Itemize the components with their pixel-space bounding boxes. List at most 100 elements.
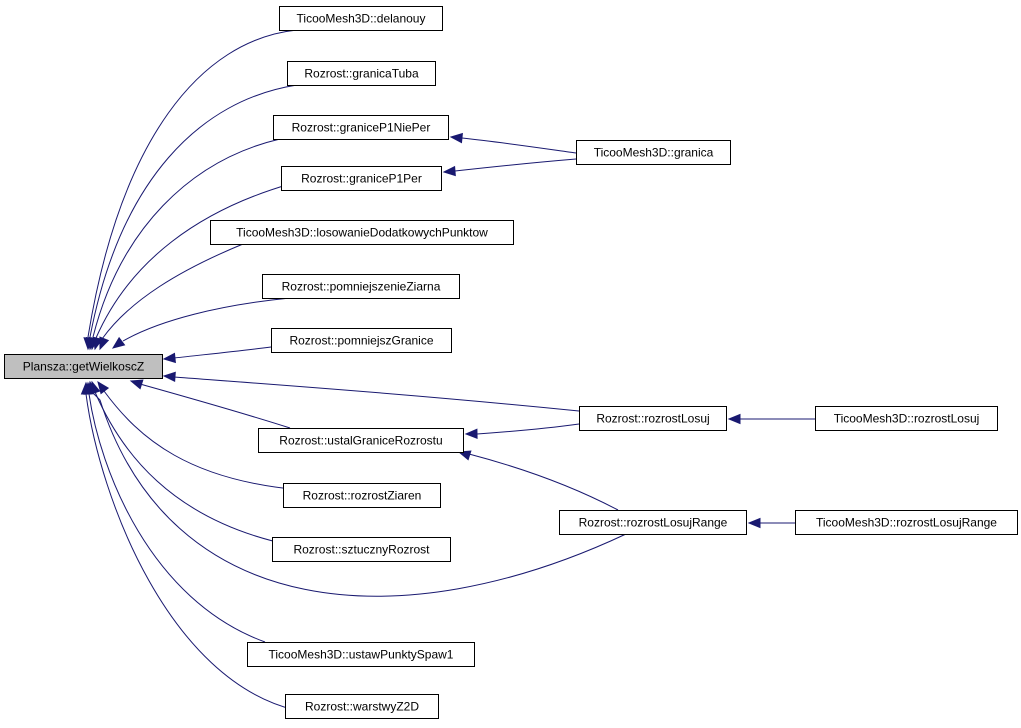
arrowhead-icon xyxy=(747,517,761,529)
node-granice-p1-nie-per[interactable]: Rozrost::graniceP1NiePer xyxy=(273,115,449,140)
node-box xyxy=(272,537,451,562)
call-edge xyxy=(457,450,619,511)
edge-line xyxy=(92,138,281,338)
arrowhead-icon xyxy=(99,336,110,351)
edge-line xyxy=(103,390,301,491)
node-rozrost-ziaren[interactable]: Rozrost::rozrostZiaren xyxy=(283,483,441,508)
node-label: TicooMesh3D::granica xyxy=(594,146,714,160)
call-edge xyxy=(162,371,580,412)
call-edge xyxy=(99,243,244,351)
call-edge xyxy=(80,381,296,711)
node-label: Rozrost::pomniejszGranice xyxy=(289,334,433,348)
node-label: Rozrost::rozrostLosujRange xyxy=(579,516,728,530)
node-tm-rozrost-losuj[interactable]: TicooMesh3D::rozrostLosuj xyxy=(815,406,998,431)
edge-line xyxy=(139,383,291,429)
edge-line xyxy=(85,393,296,711)
edge-line xyxy=(173,376,580,412)
node-root: Plansza::getWielkoscZ xyxy=(4,354,163,379)
call-edge xyxy=(442,158,577,177)
node-box xyxy=(287,61,436,86)
nodes: Plansza::getWielkoscZ TicooMesh3D::delano… xyxy=(4,6,1018,719)
arrowhead-icon xyxy=(80,381,92,395)
node-label: Rozrost::pomniejszenieZiarna xyxy=(282,280,441,294)
arrowhead-icon xyxy=(727,413,741,425)
node-box xyxy=(559,510,747,535)
node-box xyxy=(258,428,464,453)
edge-line xyxy=(476,423,580,435)
call-edge xyxy=(162,346,272,364)
node-ustaw-punkty-spaw1[interactable]: TicooMesh3D::ustawPunktySpaw1 xyxy=(247,642,475,667)
node-delanouy[interactable]: TicooMesh3D::delanouy xyxy=(279,6,443,31)
call-edge xyxy=(85,84,298,351)
edge-line xyxy=(101,243,244,340)
edge-line xyxy=(95,183,291,339)
call-edge xyxy=(464,423,580,440)
edge-line xyxy=(461,137,577,154)
node-label: Rozrost::rozrostZiaren xyxy=(303,489,422,503)
node-label: TicooMesh3D::ustawPunktySpaw1 xyxy=(269,648,454,662)
node-box xyxy=(579,406,727,431)
node-ustal-granice-rozrostu[interactable]: Rozrost::ustalGraniceRozrostu xyxy=(258,428,464,453)
call-edge xyxy=(129,379,291,429)
call-edge xyxy=(83,381,266,643)
call-edge xyxy=(97,380,301,491)
node-granica[interactable]: TicooMesh3D::granica xyxy=(576,140,731,165)
node-losowanie[interactable]: TicooMesh3D::losowanieDodatkowychPunktow xyxy=(210,220,514,245)
call-edge xyxy=(727,413,815,425)
node-label: TicooMesh3D::losowanieDodatkowychPunktow xyxy=(236,226,488,240)
edges xyxy=(80,29,815,711)
arrowhead-icon xyxy=(442,165,456,177)
edge-line xyxy=(88,393,266,643)
call-edge xyxy=(111,297,291,349)
node-box xyxy=(815,406,998,431)
edge-line xyxy=(122,297,291,342)
call-edge xyxy=(449,132,577,154)
node-granice-p1-per[interactable]: Rozrost::graniceP1Per xyxy=(281,166,442,191)
edge-line xyxy=(89,84,298,338)
node-pomniejsz-granice[interactable]: Rozrost::pomniejszGranice xyxy=(271,328,452,353)
node-pomniejszenie-ziarna[interactable]: Rozrost::pomniejszenieZiarna xyxy=(262,274,460,299)
node-label: Rozrost::graniceP1NiePer xyxy=(292,121,431,135)
node-rozrost-losuj-range[interactable]: Rozrost::rozrostLosujRange xyxy=(559,510,747,535)
node-label: Rozrost::graniceP1Per xyxy=(301,172,422,186)
arrowhead-icon xyxy=(449,132,463,144)
node-box xyxy=(4,354,163,379)
node-label: Rozrost::sztucznyRozrost xyxy=(293,543,430,557)
call-edge xyxy=(747,517,795,529)
node-label: TicooMesh3D::delanouy xyxy=(297,12,426,26)
node-box xyxy=(247,642,475,667)
node-warstwy-z2-d[interactable]: Rozrost::warstwyZ2D xyxy=(285,694,439,719)
node-tm-rozrost-losuj-range[interactable]: TicooMesh3D::rozrostLosujRange xyxy=(795,510,1018,535)
edge-line xyxy=(454,158,577,172)
edge-line xyxy=(87,29,298,338)
arrowhead-icon xyxy=(162,352,176,364)
edge-line xyxy=(468,453,619,511)
node-label: TicooMesh3D::rozrostLosuj xyxy=(834,412,980,426)
arrowhead-icon xyxy=(162,371,176,383)
arrowhead-icon xyxy=(111,336,126,349)
node-label: Rozrost::warstwyZ2D xyxy=(305,700,419,714)
node-label: Rozrost::ustalGraniceRozrostu xyxy=(279,434,442,448)
node-box xyxy=(795,510,1018,535)
node-sztuczny-rozrost[interactable]: Rozrost::sztucznyRozrost xyxy=(272,537,451,562)
node-box xyxy=(210,220,514,245)
edge-line xyxy=(94,391,291,546)
node-box xyxy=(279,6,443,31)
node-box xyxy=(262,274,460,299)
node-box xyxy=(285,694,439,719)
arrowhead-icon xyxy=(464,428,478,440)
node-label: TicooMesh3D::rozrostLosujRange xyxy=(816,516,997,530)
node-label: Rozrost::rozrostLosuj xyxy=(596,412,709,426)
node-box xyxy=(273,115,449,140)
node-label: Plansza::getWielkoscZ xyxy=(23,360,144,374)
node-rozrost-losuj[interactable]: Rozrost::rozrostLosuj xyxy=(579,406,727,431)
node-label: Rozrost::granicaTuba xyxy=(304,67,419,81)
node-box xyxy=(271,328,452,353)
arrowhead-icon xyxy=(129,379,144,390)
arrowhead-icon xyxy=(457,450,472,461)
arrowhead-icon xyxy=(97,380,110,395)
node-box xyxy=(283,483,441,508)
node-granica-tuba[interactable]: Rozrost::granicaTuba xyxy=(287,61,436,86)
node-box xyxy=(281,166,442,191)
